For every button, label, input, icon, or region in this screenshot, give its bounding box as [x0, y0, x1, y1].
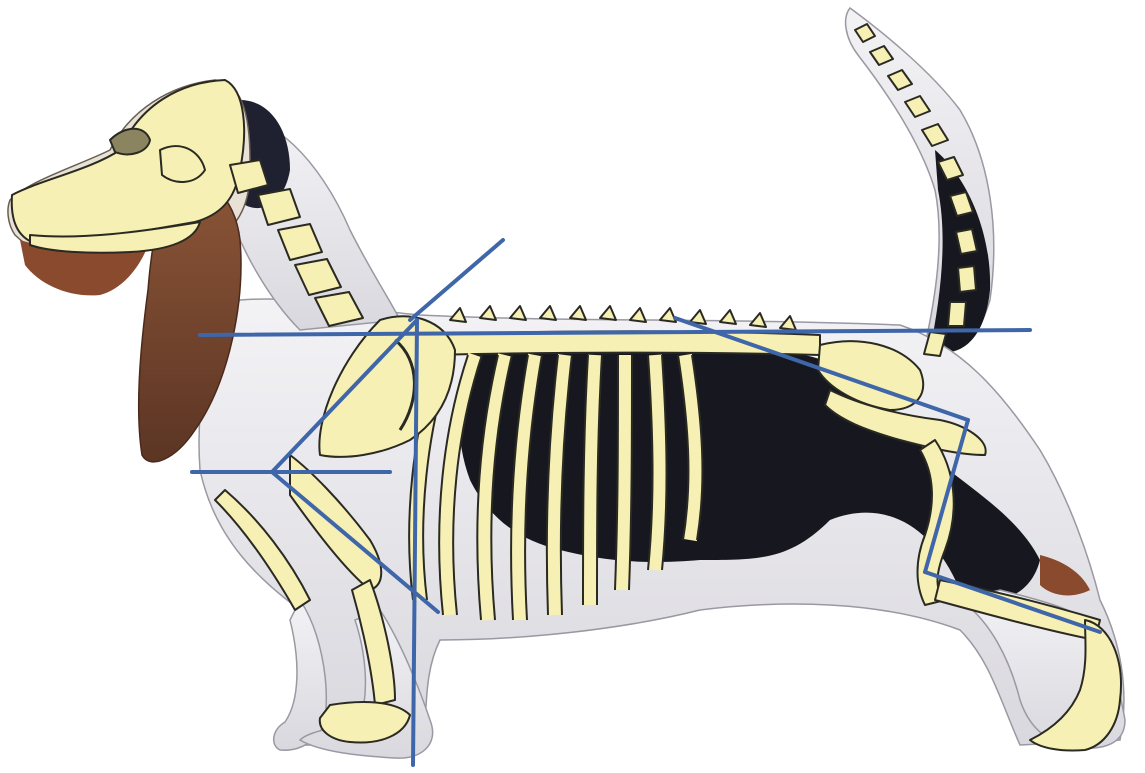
skull-eye-socket: [110, 129, 150, 155]
